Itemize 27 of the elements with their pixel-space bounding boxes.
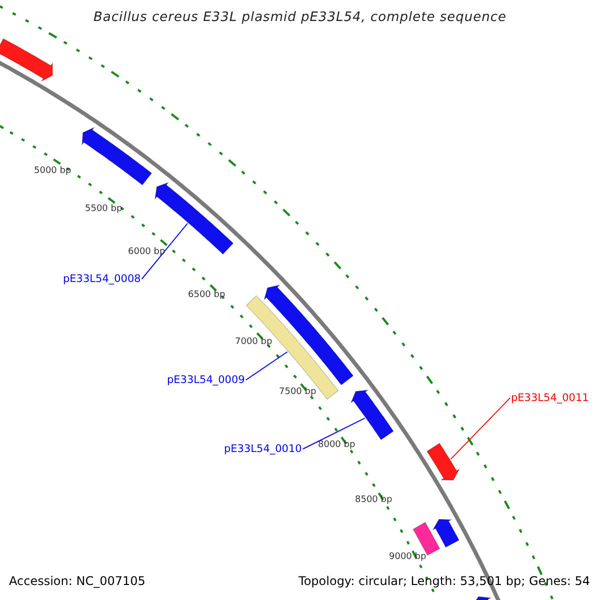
scale-label: 6000 bp xyxy=(128,247,166,257)
gene-feature xyxy=(264,284,354,386)
leader-line xyxy=(302,418,366,450)
gene-label: pE33L54_0011 xyxy=(511,392,589,404)
info-text: Accession: NC_007105 xyxy=(9,574,146,588)
gene-label: pE33L54_0010 xyxy=(224,443,302,455)
scale-label: 6500 bp xyxy=(188,290,226,300)
leader-line xyxy=(450,398,510,460)
gene-label: pE33L54_0008 xyxy=(63,273,141,285)
gene-label: pE33L54_0009 xyxy=(167,374,245,386)
gene-feature xyxy=(426,442,460,480)
gene-feature xyxy=(0,38,53,82)
gene-feature xyxy=(350,390,394,440)
gene-feature xyxy=(154,182,234,254)
scale-label: 9000 bp xyxy=(389,552,426,562)
gene-feature xyxy=(432,519,460,548)
leader-line xyxy=(245,351,288,380)
scale-label: 5000 bp xyxy=(34,166,72,176)
scale-label: 7000 bp xyxy=(235,337,272,347)
scale-label: 7500 bp xyxy=(279,387,316,397)
scale-label: 8500 bp xyxy=(355,495,392,505)
gene-feature xyxy=(82,126,152,186)
scale-label: 8000 bp xyxy=(318,440,356,450)
leader-line xyxy=(141,222,188,280)
title: Bacillus cereus E33L plasmid pE33L54, complete sequence xyxy=(92,10,508,25)
scale-label: 5500 bp xyxy=(85,204,122,214)
info-text: Topology: circular; Length: 53,501 bp; Genes: 54 xyxy=(298,574,590,588)
